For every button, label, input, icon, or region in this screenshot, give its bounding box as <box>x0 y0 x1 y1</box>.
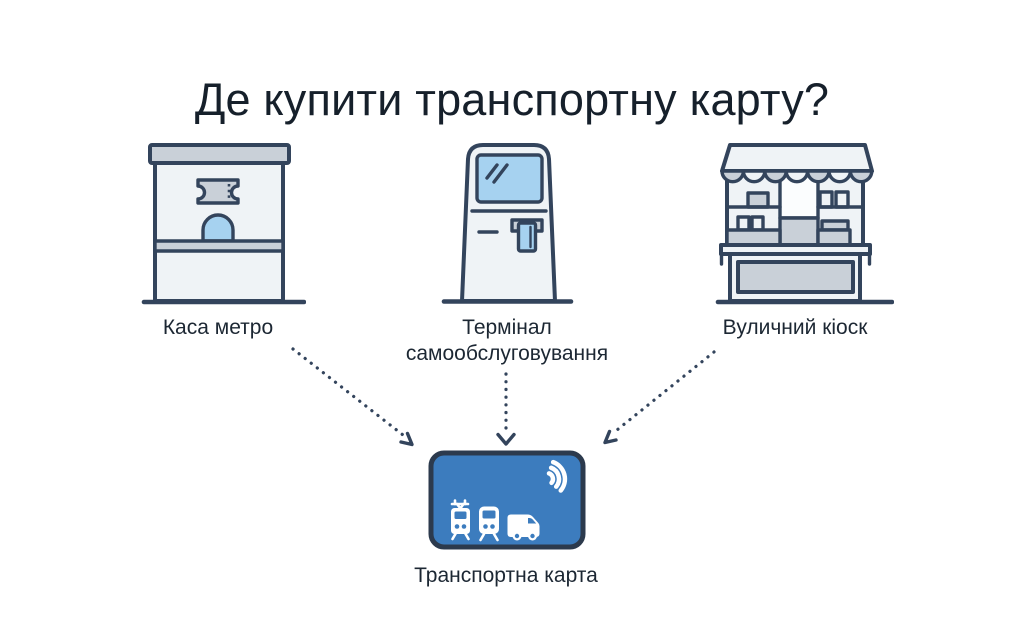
booth-roof <box>148 143 291 165</box>
dispensed-card <box>516 221 538 253</box>
tram-icon <box>450 499 470 541</box>
shelf-box <box>736 215 751 232</box>
kiosk-front-panel <box>736 260 855 294</box>
street-kiosk-svg <box>715 143 895 305</box>
self-service-terminal-svg <box>441 143 574 304</box>
shelf-box <box>834 190 850 209</box>
street-kiosk-icon <box>706 138 895 313</box>
terminal-screen <box>475 153 544 204</box>
screen-glare-line <box>492 163 509 184</box>
shelf-box <box>750 215 765 232</box>
metro-train-icon <box>479 506 499 542</box>
awning <box>720 143 874 173</box>
label-street-kiosk: Вуличний кіоск <box>722 316 868 339</box>
metro-ticket-office-icon <box>130 138 307 313</box>
kiosk-counter <box>719 243 872 256</box>
screen-glare-line <box>485 163 499 180</box>
shelf-box <box>818 190 834 209</box>
shelf-box <box>746 191 770 209</box>
goods-stack <box>816 228 852 247</box>
label-metro-ticket-office: Каса метро <box>162 316 274 339</box>
shelf-base <box>725 228 782 247</box>
booth-window-arch <box>201 213 235 243</box>
contactless-waves-icon <box>546 459 568 493</box>
page-title: Де купити транспортну карту? <box>194 74 830 126</box>
label-self-service-terminal: Термінал самообслуговування <box>405 316 609 365</box>
arrowhead-left <box>399 431 414 447</box>
dotted-arrow-right <box>610 350 716 436</box>
minibus-icon <box>507 514 540 541</box>
arrowhead-middle <box>496 432 516 446</box>
ticket-icon <box>196 178 240 205</box>
transport-card-svg <box>428 450 586 550</box>
booth-counter <box>153 239 285 253</box>
self-service-terminal-icon <box>438 138 578 313</box>
kiosk-middle-panel <box>778 216 820 247</box>
awning-scallops <box>720 169 874 184</box>
transport-card-icon <box>427 449 587 558</box>
label-transport-card: Транспортна карта <box>414 564 598 587</box>
metro-ticket-office-svg <box>141 143 307 305</box>
arrowhead-right <box>603 429 618 445</box>
